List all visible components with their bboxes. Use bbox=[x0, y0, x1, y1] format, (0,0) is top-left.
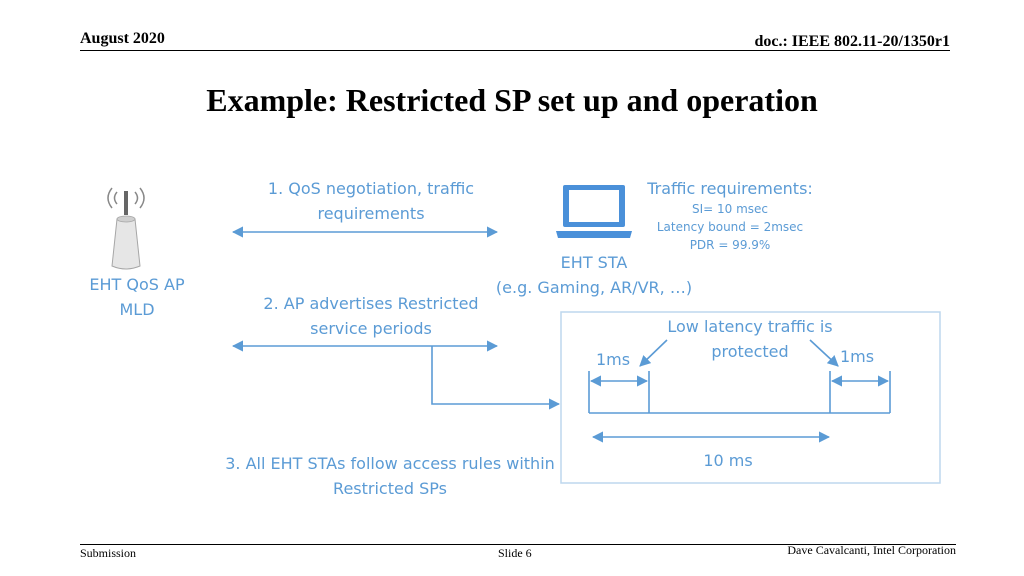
step3-label-line1: 3. All EHT STAs follow access rules with… bbox=[225, 454, 555, 473]
timeline-box bbox=[560, 311, 941, 484]
sp-left-label: 1ms bbox=[596, 350, 631, 369]
traffic-heading: Traffic requirements: bbox=[647, 179, 813, 198]
interval-label: 10 ms bbox=[703, 451, 753, 470]
ap-label-line1: EHT QoS AP bbox=[89, 275, 185, 294]
protected-pointer-left bbox=[639, 339, 668, 367]
step1-label: 1. QoS negotiation, traffic requirements bbox=[231, 176, 511, 226]
ap-label-line2: MLD bbox=[119, 300, 155, 319]
header-divider bbox=[80, 50, 950, 51]
laptop-icon bbox=[556, 185, 632, 238]
footer-submission: Submission bbox=[80, 546, 137, 560]
header-date: August 2020 bbox=[80, 30, 165, 47]
traffic-latency: Latency bound = 2msec bbox=[656, 220, 804, 234]
ap-label: EHT QoS AP MLD bbox=[72, 272, 202, 322]
traffic-si: SI= 10 msec bbox=[691, 202, 769, 216]
footer-author: Dave Cavalcanti, Intel Corporation bbox=[787, 543, 956, 557]
step1-label-line1: 1. QoS negotiation, traffic bbox=[267, 179, 475, 198]
protected-pointer-right bbox=[809, 339, 839, 367]
traffic-requirements: Traffic requirements: SI= 10 msec Latenc… bbox=[618, 178, 842, 254]
step2-label: 2. AP advertises Restricted service peri… bbox=[231, 291, 511, 341]
protected-label-line2: protected bbox=[711, 342, 789, 361]
sta-label-line2: (e.g. Gaming, AR/VR, …) bbox=[495, 278, 693, 297]
step2-label-line1: 2. AP advertises Restricted bbox=[263, 294, 479, 313]
connector-arrow bbox=[431, 346, 561, 410]
slide-title: Example: Restricted SP set up and operat… bbox=[206, 82, 818, 118]
protected-label: Low latency traffic is protected bbox=[640, 314, 860, 364]
sp-right-label: 1ms bbox=[840, 347, 875, 366]
protected-label-line1: Low latency traffic is bbox=[667, 317, 833, 336]
step3-label: 3. All EHT STAs follow access rules with… bbox=[214, 451, 566, 501]
footer-slide-number: Slide 6 bbox=[498, 546, 532, 560]
wifi-access-point-icon bbox=[107, 187, 145, 270]
sta-label: EHT STA (e.g. Gaming, AR/VR, …) bbox=[474, 250, 714, 300]
header-doc-id: doc.: IEEE 802.11-20/1350r1 bbox=[754, 33, 950, 50]
step2-label-line2: service periods bbox=[310, 319, 432, 338]
traffic-pdr: PDR = 99.9% bbox=[689, 238, 771, 252]
step3-label-line2: Restricted SPs bbox=[333, 479, 447, 498]
sta-label-line1: EHT STA bbox=[560, 253, 628, 272]
footer-divider bbox=[80, 544, 956, 545]
step1-label-line2: requirements bbox=[317, 204, 425, 223]
